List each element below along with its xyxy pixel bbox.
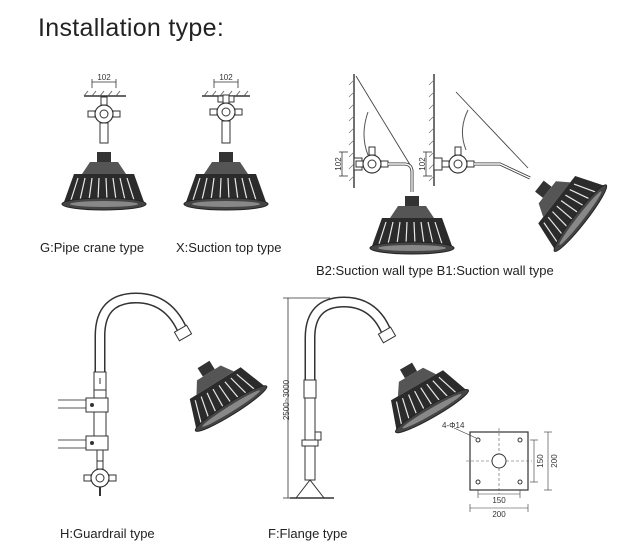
f-flange-drawing: 2500~3000 xyxy=(282,296,472,499)
x-suction-top-drawing: 102 xyxy=(183,73,269,211)
outer-height-dim: 200 xyxy=(550,454,559,468)
g-width-dim: 102 xyxy=(97,73,111,82)
caption-h: H:Guardrail type xyxy=(60,526,155,541)
b2-height-dim: 102 xyxy=(334,157,343,171)
inner-height-dim: 150 xyxy=(536,454,545,468)
caption-g: G:Pipe crane type xyxy=(40,240,145,255)
inner-width-dim: 150 xyxy=(492,496,506,505)
b1-suction-wall-drawing: 102 xyxy=(418,74,612,256)
outer-width-dim: 200 xyxy=(492,510,506,519)
b2-suction-wall-drawing: 102 xyxy=(334,74,455,255)
flange-plate-drawing: 4-Φ14 150 200 150 200 xyxy=(442,421,559,519)
caption-x: X:Suction top type xyxy=(176,240,282,255)
page-title: Installation type: xyxy=(38,14,225,42)
g-pipe-crane-drawing: 102 xyxy=(61,73,147,211)
x-width-dim: 102 xyxy=(219,73,233,82)
caption-f: F:Flange type xyxy=(268,526,348,541)
b1-height-dim: 102 xyxy=(418,157,427,171)
caption-b2-b1: B2:Suction wall type B1:Suction wall typ… xyxy=(316,263,554,278)
f-height-dim: 2500~3000 xyxy=(282,379,291,420)
hole-dim: 4-Φ14 xyxy=(442,421,465,430)
h-guardrail-drawing xyxy=(58,292,271,496)
